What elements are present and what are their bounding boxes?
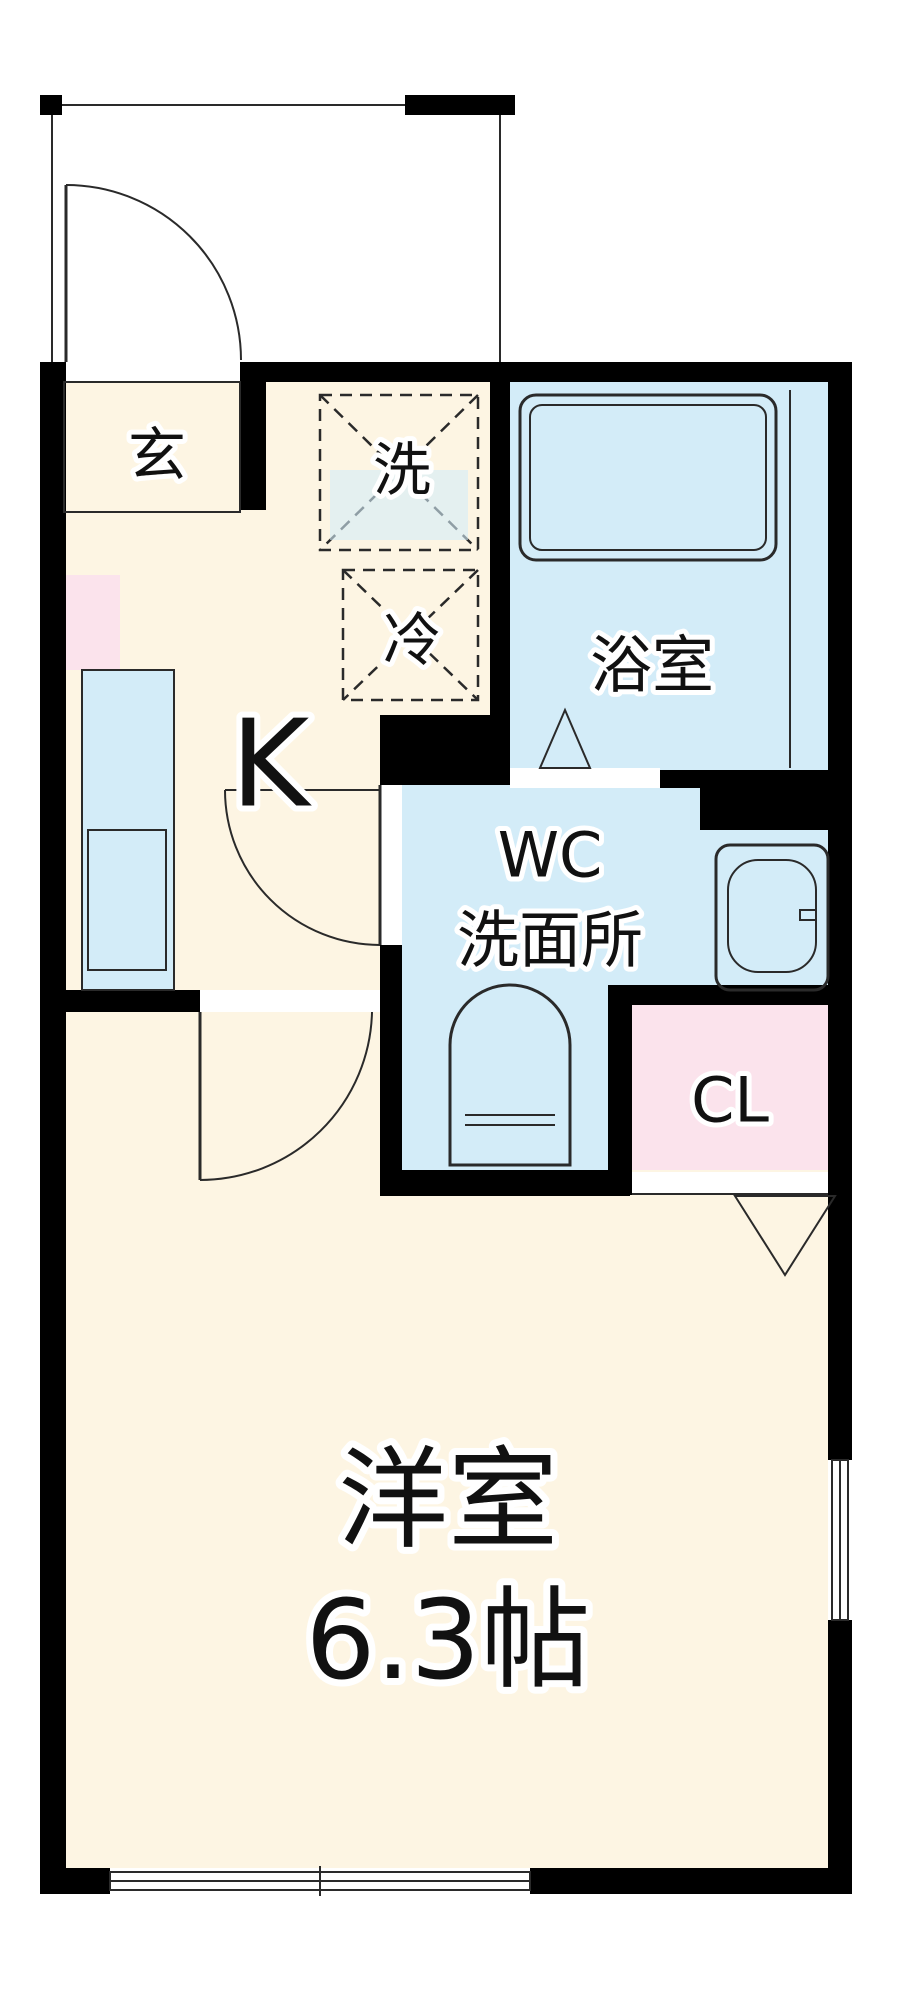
fridge-strip	[64, 575, 120, 670]
closet-floor	[628, 1005, 840, 1170]
window-right	[831, 1459, 849, 1621]
living-door	[198, 1011, 373, 1181]
label-entrance: 玄	[128, 421, 186, 489]
label-closet: CL	[691, 1064, 769, 1137]
inner-walls	[40, 362, 852, 1196]
wash-basin	[714, 843, 830, 992]
label-washroom: 洗面所	[457, 904, 643, 977]
label-western-room: 洋室	[338, 1436, 558, 1564]
closet-door-marker	[733, 1195, 837, 1277]
label-washer: 洗	[373, 436, 431, 504]
window-bottom	[109, 1866, 531, 1896]
label-fridge: 冷	[383, 606, 441, 674]
bathroom-floor	[508, 380, 840, 770]
label-bathroom: 浴室	[590, 629, 714, 702]
bathtub	[518, 390, 791, 769]
label-western-room-size: 6.3帖	[306, 1576, 591, 1704]
label-kitchen: K	[231, 696, 313, 835]
toilet	[448, 983, 572, 1167]
label-wc: WC	[498, 819, 603, 892]
kitchen-sink	[81, 669, 175, 991]
fridge-space	[341, 568, 480, 702]
front-gate	[51, 104, 501, 362]
front-door	[64, 184, 242, 362]
entrance-step	[63, 381, 241, 513]
entrance-floor	[64, 380, 244, 520]
kitchen-door	[224, 785, 382, 946]
washer-space	[318, 393, 480, 552]
